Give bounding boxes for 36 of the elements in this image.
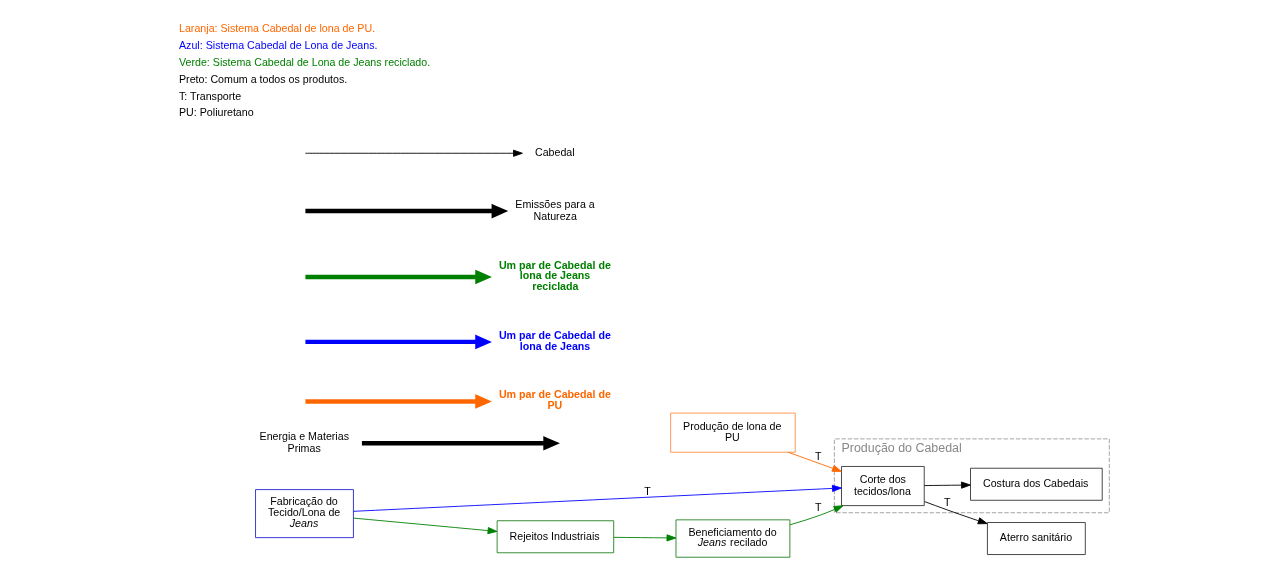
- label: Azul: Sistema Cabedal de Lona de Jeans.: [179, 38, 378, 51]
- label: T: Transporte: [179, 89, 242, 102]
- node-text: Cabedal: [534, 146, 575, 159]
- label: Preto: Comum a todos os produtos.: [179, 72, 348, 85]
- edge-label: T: [644, 484, 651, 497]
- edge-label: T: [815, 449, 822, 462]
- label: Laranja: Sistema Cabedal de lona de PU.: [179, 21, 376, 34]
- node-text: Um par de Cabedal de lona de Jeans: [498, 328, 611, 352]
- arrow: [613, 534, 677, 542]
- arrow: [353, 517, 498, 535]
- node-box: Aterro sanitário: [986, 522, 1086, 555]
- node-box: Costura dos Cabedais: [970, 467, 1103, 501]
- arrow: [305, 203, 509, 219]
- node-text: Um par de Cabedal de PU: [498, 388, 611, 412]
- node-box: Corte dos tecidos/lona: [841, 466, 925, 507]
- label: Verde: Sistema Cabedal de Lona de Jeans reciclado.: [179, 55, 431, 68]
- node-box: Produção de lona de PU: [670, 412, 796, 453]
- node-text: Um par de Cabedal de lona de Jeans reciclada: [498, 258, 611, 292]
- arrow: [304, 149, 523, 157]
- edge-label: T: [944, 496, 951, 509]
- arrow: [924, 501, 988, 525]
- arrow: [361, 436, 560, 451]
- arrow: [353, 484, 842, 512]
- arrow: [305, 334, 492, 350]
- arrow: [789, 505, 844, 526]
- arrow: [305, 394, 492, 409]
- node-text: Emissões para a Natureza: [515, 198, 595, 222]
- edge-label: T: [815, 501, 822, 514]
- label: PU: Poliuretano: [179, 106, 254, 119]
- arrow: [923, 481, 971, 489]
- arrow: [305, 269, 492, 285]
- node-box: Fabricação do Tecido/Lona de Jeans: [255, 489, 354, 539]
- node-text: Energia e Materias Primas: [259, 430, 349, 454]
- node-box: Beneficiamento do Jeans recilado: [675, 519, 791, 558]
- arrow: [787, 451, 842, 472]
- node-box: Rejeitos Industriais: [496, 520, 615, 554]
